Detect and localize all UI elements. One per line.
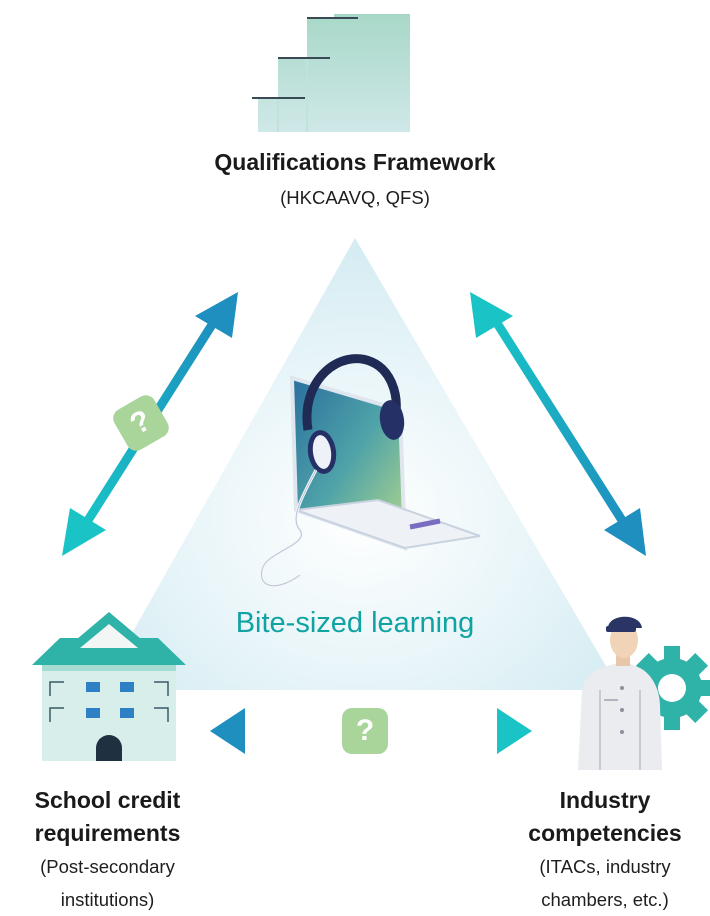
right-node-title-line2: competencies: [500, 817, 710, 850]
left-node-sub-line1: (Post-secondary: [0, 850, 215, 883]
question-badge-bottom: ?: [342, 708, 388, 754]
left-node-title-line1: School credit: [0, 784, 215, 817]
right-node-label: Industry competencies (ITACs, industry c…: [500, 784, 710, 916]
left-node-label: School credit requirements (Post-seconda…: [0, 784, 215, 916]
top-node-title: Qualifications Framework: [105, 146, 605, 179]
center-label: Bite-sized learning: [150, 603, 560, 643]
top-node-subtitle: (HKCAAVQ, QFS): [105, 181, 605, 214]
left-node-sub-line2: institutions): [0, 883, 215, 916]
worker-person-icon: [578, 617, 662, 770]
left-node-title-line2: requirements: [0, 817, 215, 850]
right-node-title-line1: Industry: [500, 784, 710, 817]
stairs-icon: [252, 14, 410, 132]
right-node-sub-line2: chambers, etc.): [500, 883, 710, 916]
right-node-sub-line1: (ITACs, industry: [500, 850, 710, 883]
